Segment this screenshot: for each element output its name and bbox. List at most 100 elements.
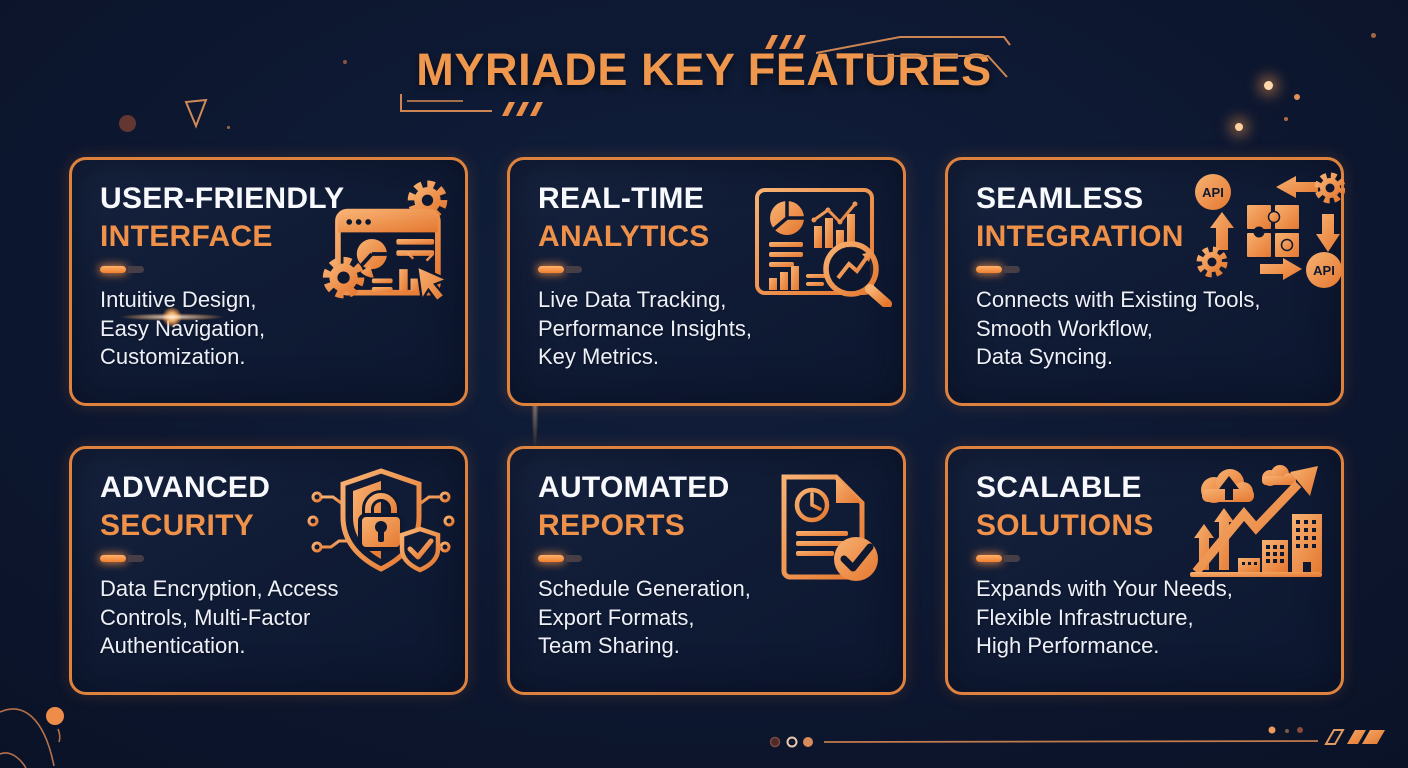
accent-dash xyxy=(976,266,1020,273)
accent-dash xyxy=(976,555,1020,562)
triple-slash-left-icon xyxy=(502,102,543,116)
browser-window-icon xyxy=(335,208,441,296)
particle-dot xyxy=(227,126,230,129)
shield-icon xyxy=(340,468,422,572)
card-title: AUTOMATED REPORTS xyxy=(538,469,730,545)
description-line: Export Formats, xyxy=(538,604,695,630)
description-line: Flexible Infrastructure, xyxy=(976,604,1194,630)
shield-lock-icon xyxy=(301,457,461,582)
orange-circle-icon xyxy=(46,707,64,725)
card-title-line1: AUTOMATED xyxy=(538,471,730,504)
footer-mini-dots xyxy=(1268,726,1303,734)
card-title-line2: SOLUTIONS xyxy=(976,509,1154,542)
card-title: ADVANCED SECURITY xyxy=(100,469,270,545)
description-line: Smooth Workflow, xyxy=(976,315,1153,341)
arrow-up-icon xyxy=(1210,212,1234,250)
card-description: Live Data Tracking, Performance Insights… xyxy=(538,286,752,372)
check-shield-icon xyxy=(399,526,441,573)
puzzle-icon xyxy=(1245,203,1301,259)
card-title-line1: REAL-TIME xyxy=(538,182,705,215)
card-description: Data Encryption, Access Controls, Multi-… xyxy=(100,575,338,661)
feature-card-advanced-security: ADVANCED SECURITY Data Encryption, Acces… xyxy=(69,446,468,695)
clock-icon xyxy=(794,487,830,523)
analytics-magnifier-icon xyxy=(754,182,899,307)
card-title-line1: SEAMLESS xyxy=(976,182,1144,215)
api-label: API xyxy=(1202,185,1224,200)
card-title: REAL-TIME ANALYTICS xyxy=(538,180,710,256)
description-line: Performance Insights, xyxy=(538,315,752,341)
arrow-up-icon xyxy=(1214,508,1234,570)
arrow-left-icon xyxy=(1276,176,1318,198)
corner-arcs-icon xyxy=(0,708,61,768)
card-title-line2: ANALYTICS xyxy=(538,220,710,253)
arrow-up-icon xyxy=(1194,524,1214,570)
api-badge-icon: API xyxy=(1195,174,1231,210)
card-description: Expands with Your Needs, Flexible Infras… xyxy=(976,575,1233,661)
magnifier-icon xyxy=(823,241,892,307)
title-bracket-left xyxy=(400,94,492,112)
description-line: Connects with Existing Tools, xyxy=(976,287,1261,312)
card-title: SCALABLE SOLUTIONS xyxy=(976,469,1154,545)
arrow-down-icon xyxy=(1316,214,1340,252)
card-description: Connects with Existing Tools, Smooth Wor… xyxy=(976,286,1261,372)
lock-icon xyxy=(358,490,404,551)
feature-card-automated-reports: AUTOMATED REPORTS Schedule Generation, E… xyxy=(507,446,906,695)
cursor-icon xyxy=(403,249,451,304)
description-line: Team Sharing. xyxy=(538,633,680,658)
bar-chart-icon xyxy=(811,201,858,248)
description-line: Easy Navigation, xyxy=(100,315,266,341)
card-title: SEAMLESS INTEGRATION xyxy=(976,180,1184,256)
description-line: Key Metrics. xyxy=(538,344,660,369)
particle-dot xyxy=(119,115,136,132)
description-line: Live Data Tracking, xyxy=(538,287,727,312)
feature-card-scalable-solutions: SCALABLE SOLUTIONS Expands with Your Nee… xyxy=(945,446,1344,695)
footer-rule xyxy=(823,740,1319,743)
description-line: Expands with Your Needs, xyxy=(976,576,1233,601)
card-title-line1: ADVANCED xyxy=(100,471,271,504)
gear-icon xyxy=(322,256,365,299)
description-line: Authentication. xyxy=(100,633,246,658)
gear-icon xyxy=(407,180,448,221)
particle-glow-dot xyxy=(1235,123,1243,131)
cloud-icon xyxy=(1262,465,1296,486)
card-description: Intuitive Design, Easy Navigation, Custo… xyxy=(100,286,265,372)
gear-icon xyxy=(1196,246,1228,278)
accent-dash xyxy=(538,555,582,562)
feature-card-seamless-integration: SEAMLESS INTEGRATION Connects with Exist… xyxy=(945,157,1345,406)
description-line: Controls, Multi-Factor xyxy=(100,604,311,630)
document-icon xyxy=(781,474,865,580)
description-line: Intuitive Design, xyxy=(100,287,257,312)
card-title-line1: SCALABLE xyxy=(976,471,1142,504)
description-line: Schedule Generation, xyxy=(538,576,751,601)
gear-icon xyxy=(1314,172,1345,204)
accent-dash xyxy=(100,555,144,562)
api-label: API xyxy=(1313,263,1335,278)
description-line: Customization. xyxy=(100,344,246,369)
description-line: Data Syncing. xyxy=(976,344,1113,369)
circuit-traces-icon xyxy=(307,491,455,553)
pie-chart-icon xyxy=(770,201,804,235)
particle-dot xyxy=(1284,117,1288,121)
page-title: MYRIADE KEY FEATURES xyxy=(416,44,992,95)
particle-dot xyxy=(1371,33,1376,38)
card-description: Schedule Generation, Export Formats, Tea… xyxy=(538,575,751,661)
triangle-outline-icon xyxy=(184,98,208,129)
card-title-line2: SECURITY xyxy=(100,509,255,542)
description-line: Data Encryption, Access xyxy=(100,576,339,601)
arrow-right-icon xyxy=(1260,258,1302,280)
footer-dot-trio-icon xyxy=(769,736,813,748)
accent-dash xyxy=(538,266,582,273)
card-title-line1: USER-FRIENDLY xyxy=(100,182,345,215)
accent-dash xyxy=(100,266,144,273)
buildings-icon xyxy=(1190,514,1322,577)
card-title-line2: INTERFACE xyxy=(100,220,273,253)
api-badge-icon: API xyxy=(1306,252,1342,288)
card-title-line2: REPORTS xyxy=(538,509,686,542)
card-title-line2: INTEGRATION xyxy=(976,220,1184,253)
feature-card-user-friendly-interface: USER-FRIENDLY INTERFACE Intuitive Design… xyxy=(69,157,558,583)
puzzle-api-arrows-icon: API xyxy=(1190,170,1345,295)
check-badge-icon xyxy=(834,537,878,581)
description-line: High Performance. xyxy=(976,633,1160,658)
cloud-upload-icon xyxy=(1201,469,1254,503)
